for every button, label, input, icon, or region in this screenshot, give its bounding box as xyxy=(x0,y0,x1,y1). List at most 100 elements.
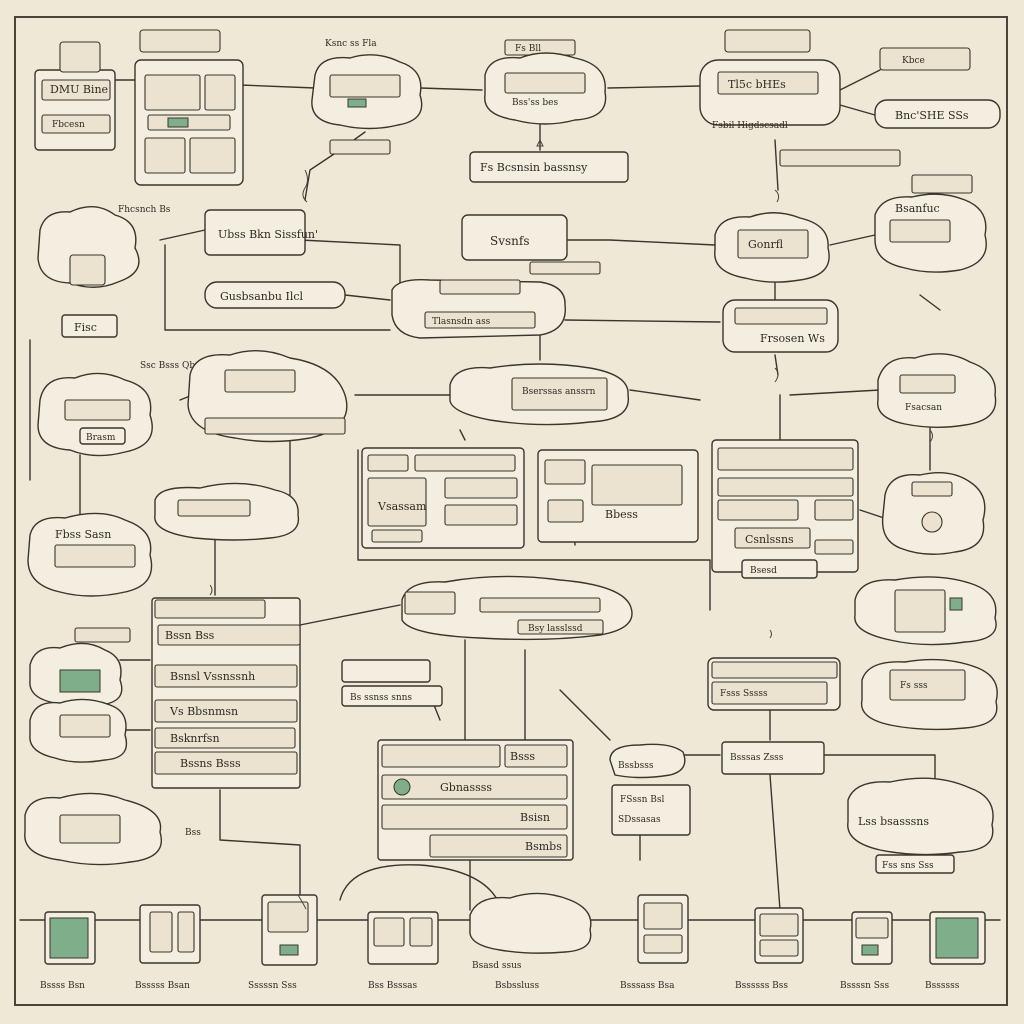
node-right-box-low: FSssn Bsl SDssasas xyxy=(611,784,691,836)
diagram-frame xyxy=(14,16,1008,1006)
small-box-mid: Bssbsss xyxy=(618,761,654,771)
device-4: Bss Bsssas xyxy=(367,911,439,991)
mid-center-box: Svsnfs xyxy=(490,234,530,248)
node-top-right-box: Tl5c bHEs Fsbil Higdscsadl xyxy=(699,29,841,131)
top-center-box-title: Fs Bll xyxy=(515,44,541,54)
bottom-cloud-center: Bsasd ssus xyxy=(472,961,522,971)
lower-left-item1: Bsnsl Vssnssnh xyxy=(170,670,255,683)
node-left-cloud-mid: Brasm xyxy=(37,372,153,457)
lower-left-item2: Vs Bbsnmsn xyxy=(169,705,238,718)
node-small-boxes-mid: Bssbsss Bsssas Zsss xyxy=(609,741,825,779)
node-right-lower-clouds: Fs sss xyxy=(854,576,998,731)
mid-left-box: Ubss Bkn Sissfun' xyxy=(218,228,318,241)
node-right-cloud-top: Bsanfuc xyxy=(874,193,987,273)
top-right-tag: Tl5c bHEs xyxy=(728,78,786,91)
far-right-cloud-label: Bnc'SHE SSs xyxy=(895,109,969,122)
center-banner: Fs Bcsnsin bassnsy xyxy=(480,161,588,174)
node-center-long-pill: Tlasnsdn ass xyxy=(391,279,566,339)
node-right-tags-row2 xyxy=(779,149,973,194)
bottom-cloud-caption: Bsbssluss xyxy=(495,981,540,991)
device-8-label: Bssssn Sss xyxy=(840,981,890,991)
node-center-cloud-band xyxy=(154,482,300,541)
left-cloud-bottom: Bss xyxy=(185,828,201,838)
node-center-pill-mid: Bserssas anssrn xyxy=(449,363,629,426)
node-mid-center-box: Svsnfs xyxy=(461,214,601,275)
right-cloud-mid: Fsacsan xyxy=(905,403,942,413)
device-1-label: Bssss Bsn xyxy=(40,981,85,991)
right-box-low-sub: SDssasas xyxy=(618,815,661,825)
small-box-right: Bsssas Zsss xyxy=(730,753,784,763)
mid-band-left: Vsassam xyxy=(377,500,427,513)
node-center-table: Bsss Gbnassss Bsisn Bsmbs xyxy=(377,739,574,861)
lower-center-cloud: Bsy lasslssd xyxy=(528,624,583,634)
tl-panel-label: DMU Bine xyxy=(50,83,108,96)
left-header-label: Fhcsnch Bs xyxy=(118,205,171,215)
node-far-right-top: Kbce Bnc'SHE SSs xyxy=(874,47,1001,129)
node-left-cloud-top: Fisc xyxy=(37,206,140,338)
node-top-cloud-1 xyxy=(311,54,423,130)
node-right-cloud-band xyxy=(881,472,986,555)
right-box-mid: Frsosen Ws xyxy=(760,332,825,345)
device-6: Bsssass Bsa xyxy=(620,894,689,991)
device-9-label: Bssssss xyxy=(925,981,960,991)
far-right-caption-low: Fss sns Sss xyxy=(882,861,934,871)
device-9: Bssssss xyxy=(925,911,986,991)
node-lower-mid-box: Bs ssnss snns xyxy=(341,659,443,707)
mid-band-right: Csnlssns xyxy=(745,533,794,546)
lower-left-item4: Bssns Bsss xyxy=(180,757,241,770)
node-center-banner: Fs Bcsnsin bassnsy xyxy=(329,139,629,183)
node-mid-band-left: Vsassam xyxy=(361,447,525,549)
center-table-r2: Gbnassss xyxy=(440,781,492,794)
lower-left-item3: Bsknrfsn xyxy=(170,732,220,745)
node-lower-center-cloud: Bsy lasslssd xyxy=(401,575,633,641)
device-6-label: Bsssass Bsa xyxy=(620,981,675,991)
top-right-box-caption: Fsbil Higdscsadl xyxy=(712,121,788,131)
long-left-pill: Gusbsanbu Ilcl xyxy=(220,290,303,303)
right-lower-cloud: Fs sss xyxy=(900,681,928,691)
left-cloud-low: Fbss Sasn xyxy=(55,528,111,541)
node-top-center-box: Fs Bll Bss'ss bes xyxy=(484,39,607,125)
node-top-left-panel: DMU Bine Fbcesn xyxy=(34,41,116,151)
top-center-box-label: Bss'ss bes xyxy=(512,98,559,108)
mid-band-center: Bbess xyxy=(605,508,638,521)
node-left-device-clouds: Bss xyxy=(24,627,201,866)
device-7: Bssssss Bss xyxy=(735,907,804,991)
device-8: Bssssn Sss xyxy=(840,911,893,991)
left-strip: Ssc Bsss Qbn xyxy=(140,361,201,371)
center-table-r3: Bsisn xyxy=(520,811,550,824)
node-far-right-cloud-low: Lss bsasssns Fss sns Sss xyxy=(847,777,994,874)
device-1: Bssss Bsn xyxy=(40,911,96,991)
node-right-cloud-mid: Fsacsan xyxy=(877,353,997,428)
center-table-r1: Bsss xyxy=(510,750,535,763)
node-long-left-pill: Gusbsanbu Ilcl xyxy=(204,281,346,309)
lower-mid-box: Bs ssnss snns xyxy=(350,693,412,703)
node-top-left-window xyxy=(134,29,244,186)
device-3-label: Sssssn Sss xyxy=(248,981,297,991)
node-mid-band-center: Bbess xyxy=(537,449,699,543)
far-right-cloud-low: Lss bsasssns xyxy=(858,815,929,828)
right-box-low: FSssn Bsl xyxy=(620,795,665,805)
lower-left-list-title: Bssn Bss xyxy=(165,629,215,642)
right-lower-box: Fsss Sssss xyxy=(720,689,768,699)
left-cloud-label: Fisc xyxy=(74,321,97,334)
center-long-pill: Tlasnsdn ass xyxy=(432,317,491,327)
decorative-scribbles xyxy=(209,138,933,910)
device-4-label: Bss Bsssas xyxy=(368,981,418,991)
node-lower-left-list: Bssn Bss Bsnsl Vssnssnh Vs Bbsnmsn Bsknr… xyxy=(151,597,301,789)
node-left-header: Fhcsnch Bs xyxy=(118,205,171,215)
right-cloud-top: Bsanfuc xyxy=(895,202,940,215)
mid-right-cloud: Gonrfl xyxy=(748,238,784,251)
node-right-box-mid: Frsosen Ws xyxy=(722,299,839,353)
tl-panel-sub: Fbcesn xyxy=(52,120,85,130)
top-header-small: Ksnc ss Fla xyxy=(325,39,377,49)
node-right-box-lower: Fsss Sssss xyxy=(707,657,841,711)
node-mid-right-cloud: Gonrfl xyxy=(714,212,830,283)
center-table-r4: Bsmbs xyxy=(525,840,562,853)
node-bottom-cloud-center: Bsasd ssus Bsbssluss xyxy=(339,864,592,991)
left-cloud-mid: Brasm xyxy=(86,433,116,443)
device-3: Sssssn Sss xyxy=(248,894,318,991)
node-mid-left-box: Ubss Bkn Sissfun' xyxy=(204,209,318,256)
device-7-label: Bssssss Bss xyxy=(735,981,788,991)
node-top-header-small: Ksnc ss Fla xyxy=(325,39,377,49)
